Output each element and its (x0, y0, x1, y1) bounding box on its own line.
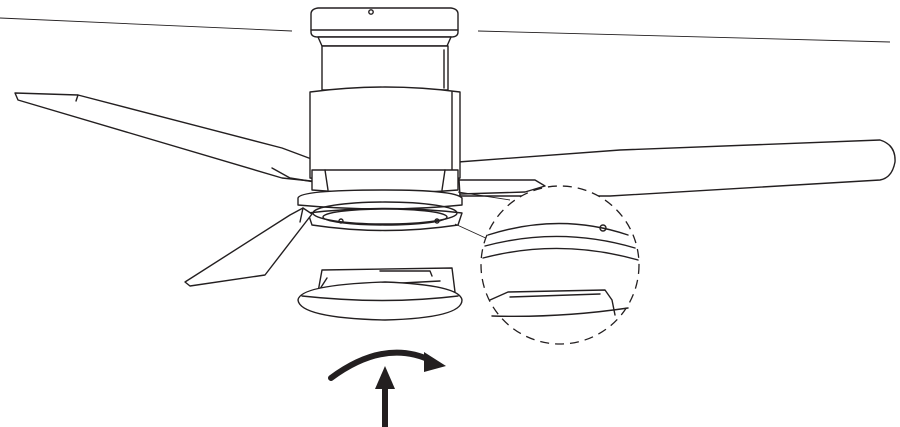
push-up-arrow-icon (375, 366, 395, 427)
fan-blade-left-upper (14, 92, 358, 187)
ceiling-canopy (310, 7, 459, 47)
light-cover (297, 267, 463, 321)
rotate-arrow-icon (328, 349, 446, 381)
fan-blade-left-lower (184, 207, 313, 287)
fan-blade-right (457, 139, 896, 197)
light-ring-assembly (297, 169, 463, 232)
detail-callout (454, 185, 640, 345)
ceiling-line (0, 17, 891, 43)
motor-housing (309, 45, 461, 183)
